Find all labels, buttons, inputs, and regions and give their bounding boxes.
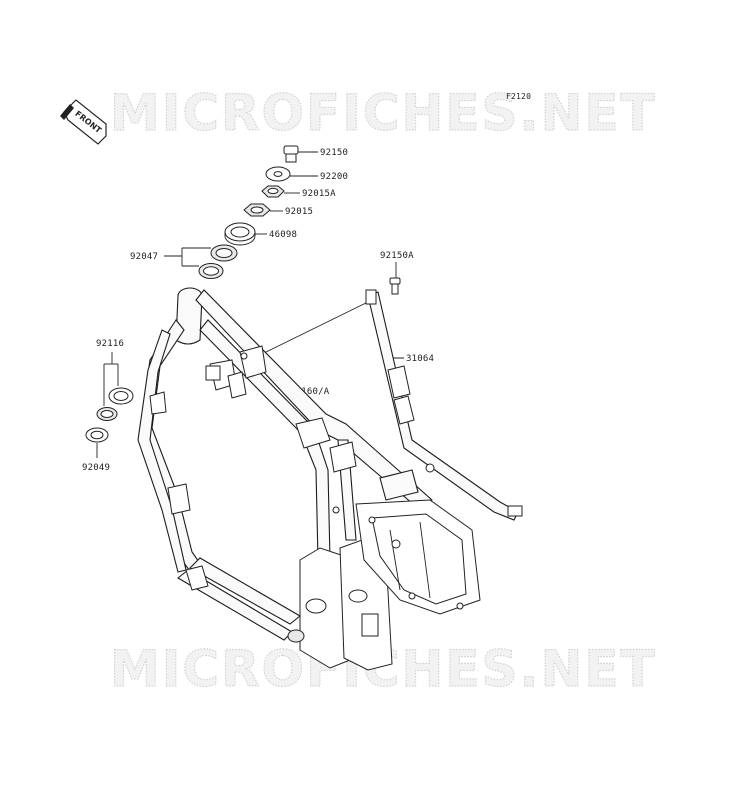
part-labels: 92150 92200 92015A 92015 46098 92047 921… (82, 148, 434, 473)
label-46098: 46098 (269, 230, 297, 240)
steering-stem-parts (85, 145, 401, 443)
label-92150A: 92150A (380, 251, 414, 261)
bearing-92116-icon (108, 387, 134, 405)
label-92200: 92200 (320, 172, 348, 182)
watermark-top: MICROFICHES.NET (110, 84, 657, 142)
bearing-92047-lower-icon (198, 263, 224, 279)
washer-92200-icon (265, 166, 291, 182)
seal-92049-icon (85, 427, 109, 443)
label-92015A: 92015A (302, 189, 336, 199)
label-92047: 92047 (130, 252, 158, 262)
label-32160A: 32160/A (290, 387, 330, 397)
motorcycle-frame (137, 287, 523, 671)
seal-46098-icon (224, 222, 256, 246)
bearing-92047-upper-icon (210, 244, 238, 262)
bolt-92150A-icon (389, 277, 401, 295)
bolt-92150-icon (283, 145, 299, 163)
figure-code: F2120 (506, 92, 531, 101)
bearing-92116-lower-icon (96, 407, 118, 421)
front-arrow-icon: FRONT (60, 99, 107, 145)
label-92049: 92049 (82, 463, 110, 473)
label-92150: 92150 (320, 148, 348, 158)
label-31064: 31064 (406, 354, 434, 364)
label-92015: 92015 (285, 207, 313, 217)
nut-92015A-icon (261, 185, 285, 198)
nut-92015-icon (243, 203, 271, 217)
label-92116: 92116 (96, 339, 124, 349)
